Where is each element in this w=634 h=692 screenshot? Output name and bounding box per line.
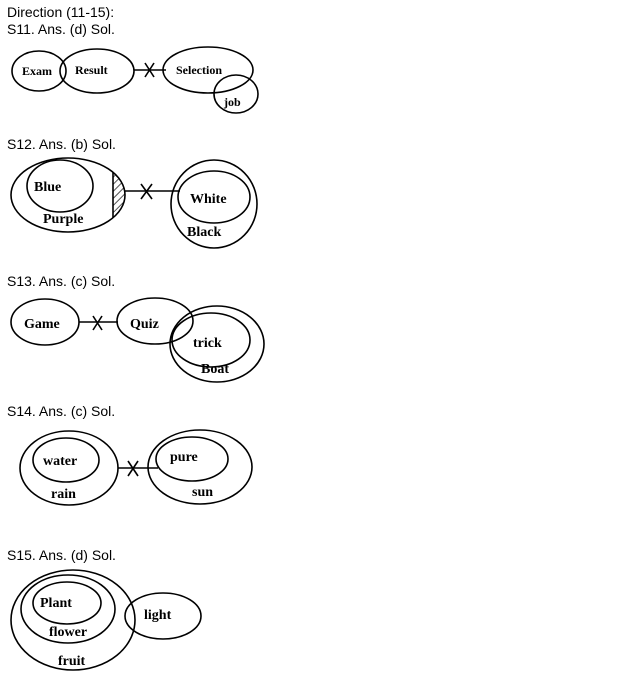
sun-label: sun <box>192 485 213 500</box>
trick-circle <box>171 312 251 368</box>
s13-venn-diagram: Game Quiz trick Boat <box>10 297 265 383</box>
white-circle <box>177 170 251 224</box>
direction-heading: Direction (11-15): <box>7 4 115 20</box>
blue-circle <box>26 159 94 213</box>
s11-heading: S11. Ans. (d) Sol. <box>7 21 115 37</box>
purple-label: Purple <box>43 212 83 227</box>
job-circle <box>213 74 259 114</box>
s11-venn-diagram: Exam Result Selection job <box>11 46 259 114</box>
fruit-circle <box>10 569 136 671</box>
fruit-label: fruit <box>58 654 86 669</box>
s14-venn-diagram: water rain pure sun <box>19 429 253 506</box>
rain-label: rain <box>51 487 76 502</box>
quiz-circle <box>116 297 194 345</box>
exam-label: Exam <box>22 64 52 78</box>
s12-venn-diagram: Blue Purple White Black <box>10 157 258 249</box>
water-circle <box>32 437 100 483</box>
result-circle <box>59 48 135 94</box>
result-label: Result <box>75 63 108 77</box>
water-label: water <box>43 454 77 469</box>
black-circle <box>170 159 258 249</box>
plant-label: Plant <box>40 596 72 611</box>
job-label: job <box>223 95 241 109</box>
blue-label: Blue <box>34 180 61 195</box>
pure-circle <box>155 436 229 482</box>
exam-circle <box>11 50 67 92</box>
s15-heading: S15. Ans. (d) Sol. <box>7 547 116 563</box>
black-label: Black <box>187 225 221 240</box>
selection-circle <box>162 46 254 94</box>
s15-venn-diagram: Plant flower fruit light <box>10 569 202 671</box>
light-label: light <box>144 608 172 623</box>
game-label: Game <box>24 317 60 332</box>
light-circle <box>124 592 202 640</box>
boat-circle <box>169 305 265 383</box>
s14-heading: S14. Ans. (c) Sol. <box>7 403 116 419</box>
flower-circle <box>20 574 116 644</box>
quiz-label: Quiz <box>130 317 159 332</box>
s13-heading: S13. Ans. (c) Sol. <box>7 273 116 289</box>
pure-label: pure <box>170 450 198 465</box>
white-label: White <box>190 192 227 207</box>
hatched-region <box>113 160 125 230</box>
selection-label: Selection <box>176 63 222 77</box>
boat-label: Boat <box>201 362 229 377</box>
trick-label: trick <box>193 336 222 351</box>
sun-circle <box>147 429 253 505</box>
purple-circle <box>10 157 126 233</box>
flower-label: flower <box>49 625 87 640</box>
s12-heading: S12. Ans. (b) Sol. <box>7 136 116 152</box>
plant-circle <box>32 581 102 625</box>
